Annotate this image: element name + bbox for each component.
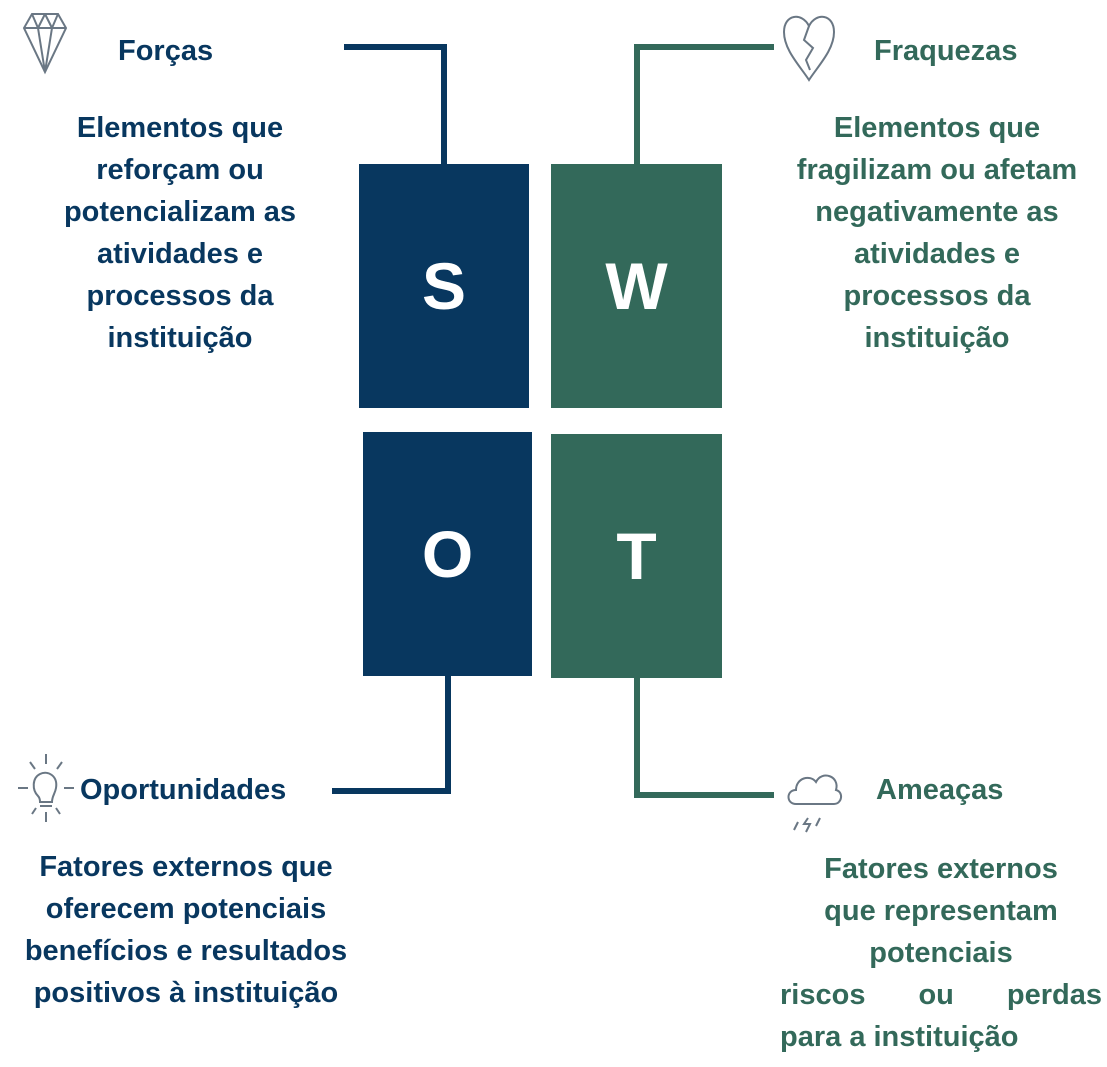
threats-description: Fatores externos que representam potenci…: [780, 853, 1102, 1053]
strengths-description: Elementos que reforçam ou potencializam …: [63, 112, 297, 354]
threats-letter: T: [616, 519, 657, 593]
opportunities-box: O: [363, 432, 532, 676]
weaknesses-box: W: [551, 164, 722, 408]
opportunities-letter: O: [421, 517, 474, 591]
threats-connector-h: [634, 792, 774, 798]
weaknesses-letter: W: [605, 249, 668, 323]
storm-cloud-icon: [782, 758, 844, 836]
opportunities-description: Fatores externos que oferecem potenciais…: [24, 851, 348, 1009]
broken-heart-icon: [780, 10, 838, 84]
opportunities-connector-h: [332, 788, 451, 794]
opportunities-connector-v: [445, 674, 451, 794]
strengths-box: S: [359, 164, 529, 408]
threats-title: Ameaças: [876, 774, 1004, 806]
threats-connector-v: [634, 674, 640, 798]
opportunities-title: Oportunidades: [80, 774, 287, 806]
weaknesses-title: Fraquezas: [874, 35, 1018, 67]
strengths-title: Forças: [118, 35, 214, 67]
diamond-icon: [20, 8, 70, 78]
weaknesses-connector-h: [634, 44, 774, 50]
sun-icon: [16, 750, 76, 826]
strengths-connector-v: [441, 44, 447, 166]
threats-box: T: [551, 434, 722, 678]
weaknesses-connector-v: [634, 44, 640, 166]
strengths-letter: S: [421, 249, 467, 323]
weaknesses-description: Elementos que fragilizam ou afetam negat…: [796, 112, 1078, 354]
strengths-connector-h: [344, 44, 447, 50]
threats-justified-line: riscos ou perdas: [780, 979, 1102, 1011]
